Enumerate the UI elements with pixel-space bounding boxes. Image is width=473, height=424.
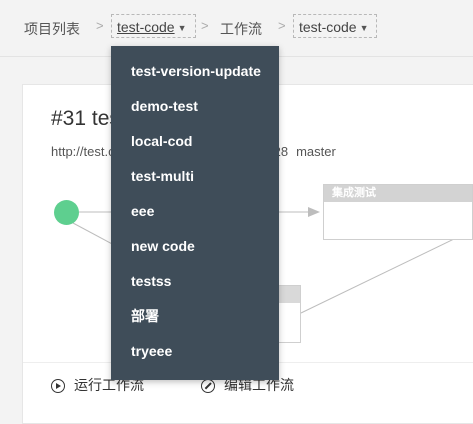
stage-integration-test[interactable]: 集成测试 (323, 184, 473, 240)
edit-icon (201, 379, 215, 393)
dropdown-item[interactable]: testss (131, 273, 172, 289)
breadcrumb-separator: > (201, 18, 209, 33)
dropdown-item[interactable]: new code (131, 238, 195, 254)
chevron-down-icon: ▼ (359, 23, 369, 33)
breadcrumb-separator: > (96, 18, 104, 33)
dropdown-item[interactable]: local-cod (131, 133, 193, 149)
chevron-down-icon: ▼ (177, 23, 187, 33)
breadcrumb: 项目列表 > test-code▼ > 工作流 > test-code▼ (0, 0, 473, 57)
project-select-label: test-code (117, 19, 175, 35)
run-workflow-label: 运行工作流 (74, 377, 144, 393)
workflow-select-label: test-code (299, 19, 357, 35)
stage-title: 集成测试 (324, 185, 472, 202)
edit-workflow-label: 编辑工作流 (224, 377, 294, 393)
breadcrumb-project-list[interactable]: 项目列表 (24, 21, 80, 37)
workflow-select[interactable]: test-code▼ (293, 14, 377, 38)
dropdown-item[interactable]: tryeee (131, 343, 173, 359)
dropdown-item[interactable]: 部署 (131, 308, 159, 324)
dropdown-item[interactable]: demo-test (131, 98, 198, 114)
start-node[interactable] (54, 200, 79, 225)
dropdown-item[interactable]: test-version-update (131, 63, 261, 79)
run-workflow-button[interactable]: 运行工作流 (51, 375, 144, 395)
dropdown-item[interactable]: test-multi (131, 168, 194, 184)
breadcrumb-separator: > (278, 18, 286, 33)
project-dropdown-menu: test-version-update demo-test local-cod … (111, 46, 279, 380)
play-icon (51, 379, 65, 393)
project-select[interactable]: test-code▼ (111, 14, 196, 38)
breadcrumb-workflow[interactable]: 工作流 (220, 21, 262, 37)
branch-name: master (296, 144, 336, 159)
dropdown-item[interactable]: eee (131, 203, 155, 219)
